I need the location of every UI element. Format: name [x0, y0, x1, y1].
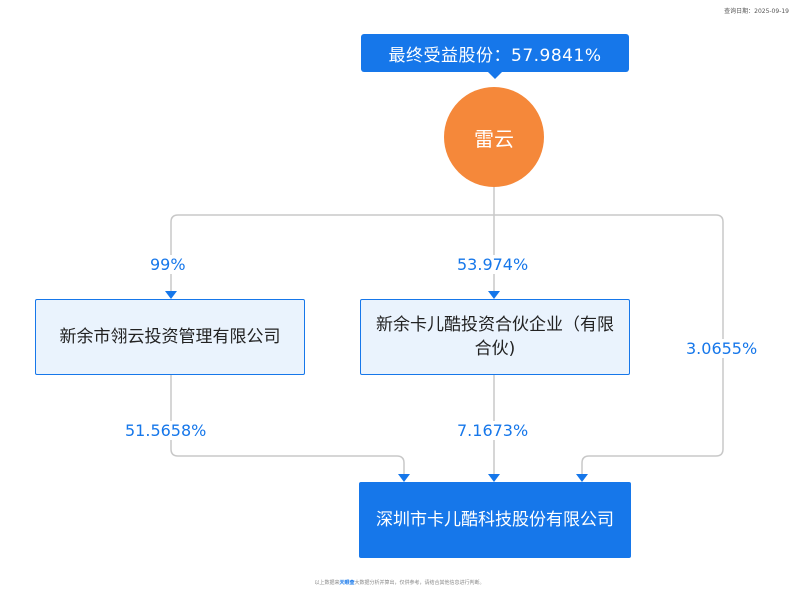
edge-label-person-to-target: 3.0655% — [684, 339, 760, 358]
footer-suffix: 大数据分析并算出，仅供参考，请结合其他信息进行判断。 — [354, 580, 485, 586]
arrow-target-right — [576, 474, 588, 482]
target-company-node[interactable]: 深圳市卡儿酷科技股份有限公司 — [359, 482, 631, 558]
data-source-footer: 以上数据来天眼查大数据分析并算出，仅供参考，请结合其他信息进行判断。 — [0, 579, 799, 586]
connector-to-a — [170, 214, 494, 292]
arrow-target-left — [398, 474, 410, 482]
edge-label-person-to-b: 53.974% — [455, 255, 531, 274]
edge-label-person-to-a: 99% — [148, 255, 188, 274]
edge-label-a-to-target: 51.5658% — [123, 421, 209, 440]
arrow-to-b — [488, 291, 500, 299]
banner-pointer — [488, 72, 502, 79]
edge-label-b-to-target: 7.1673% — [455, 421, 531, 440]
connector-to-target-direct — [494, 214, 724, 475]
company-node-xinyu-lingyun[interactable]: 新余市翎云投资管理有限公司 — [35, 299, 305, 375]
connector-a-to-target — [170, 375, 405, 475]
person-node[interactable]: 雷云 — [444, 87, 544, 187]
arrow-target-middle — [488, 474, 500, 482]
footer-prefix: 以上数据来 — [314, 580, 340, 586]
beneficial-ownership-banner: 最终受益股份：57.9841% — [361, 34, 629, 72]
company-node-xinyu-kaerku-partnership[interactable]: 新余卡儿酷投资合伙企业（有限合伙) — [360, 299, 630, 375]
tianyancha-logo: 天眼查 — [339, 580, 355, 586]
query-date: 查询日期：2025-09-19 — [724, 8, 789, 15]
arrow-to-a — [165, 291, 177, 299]
